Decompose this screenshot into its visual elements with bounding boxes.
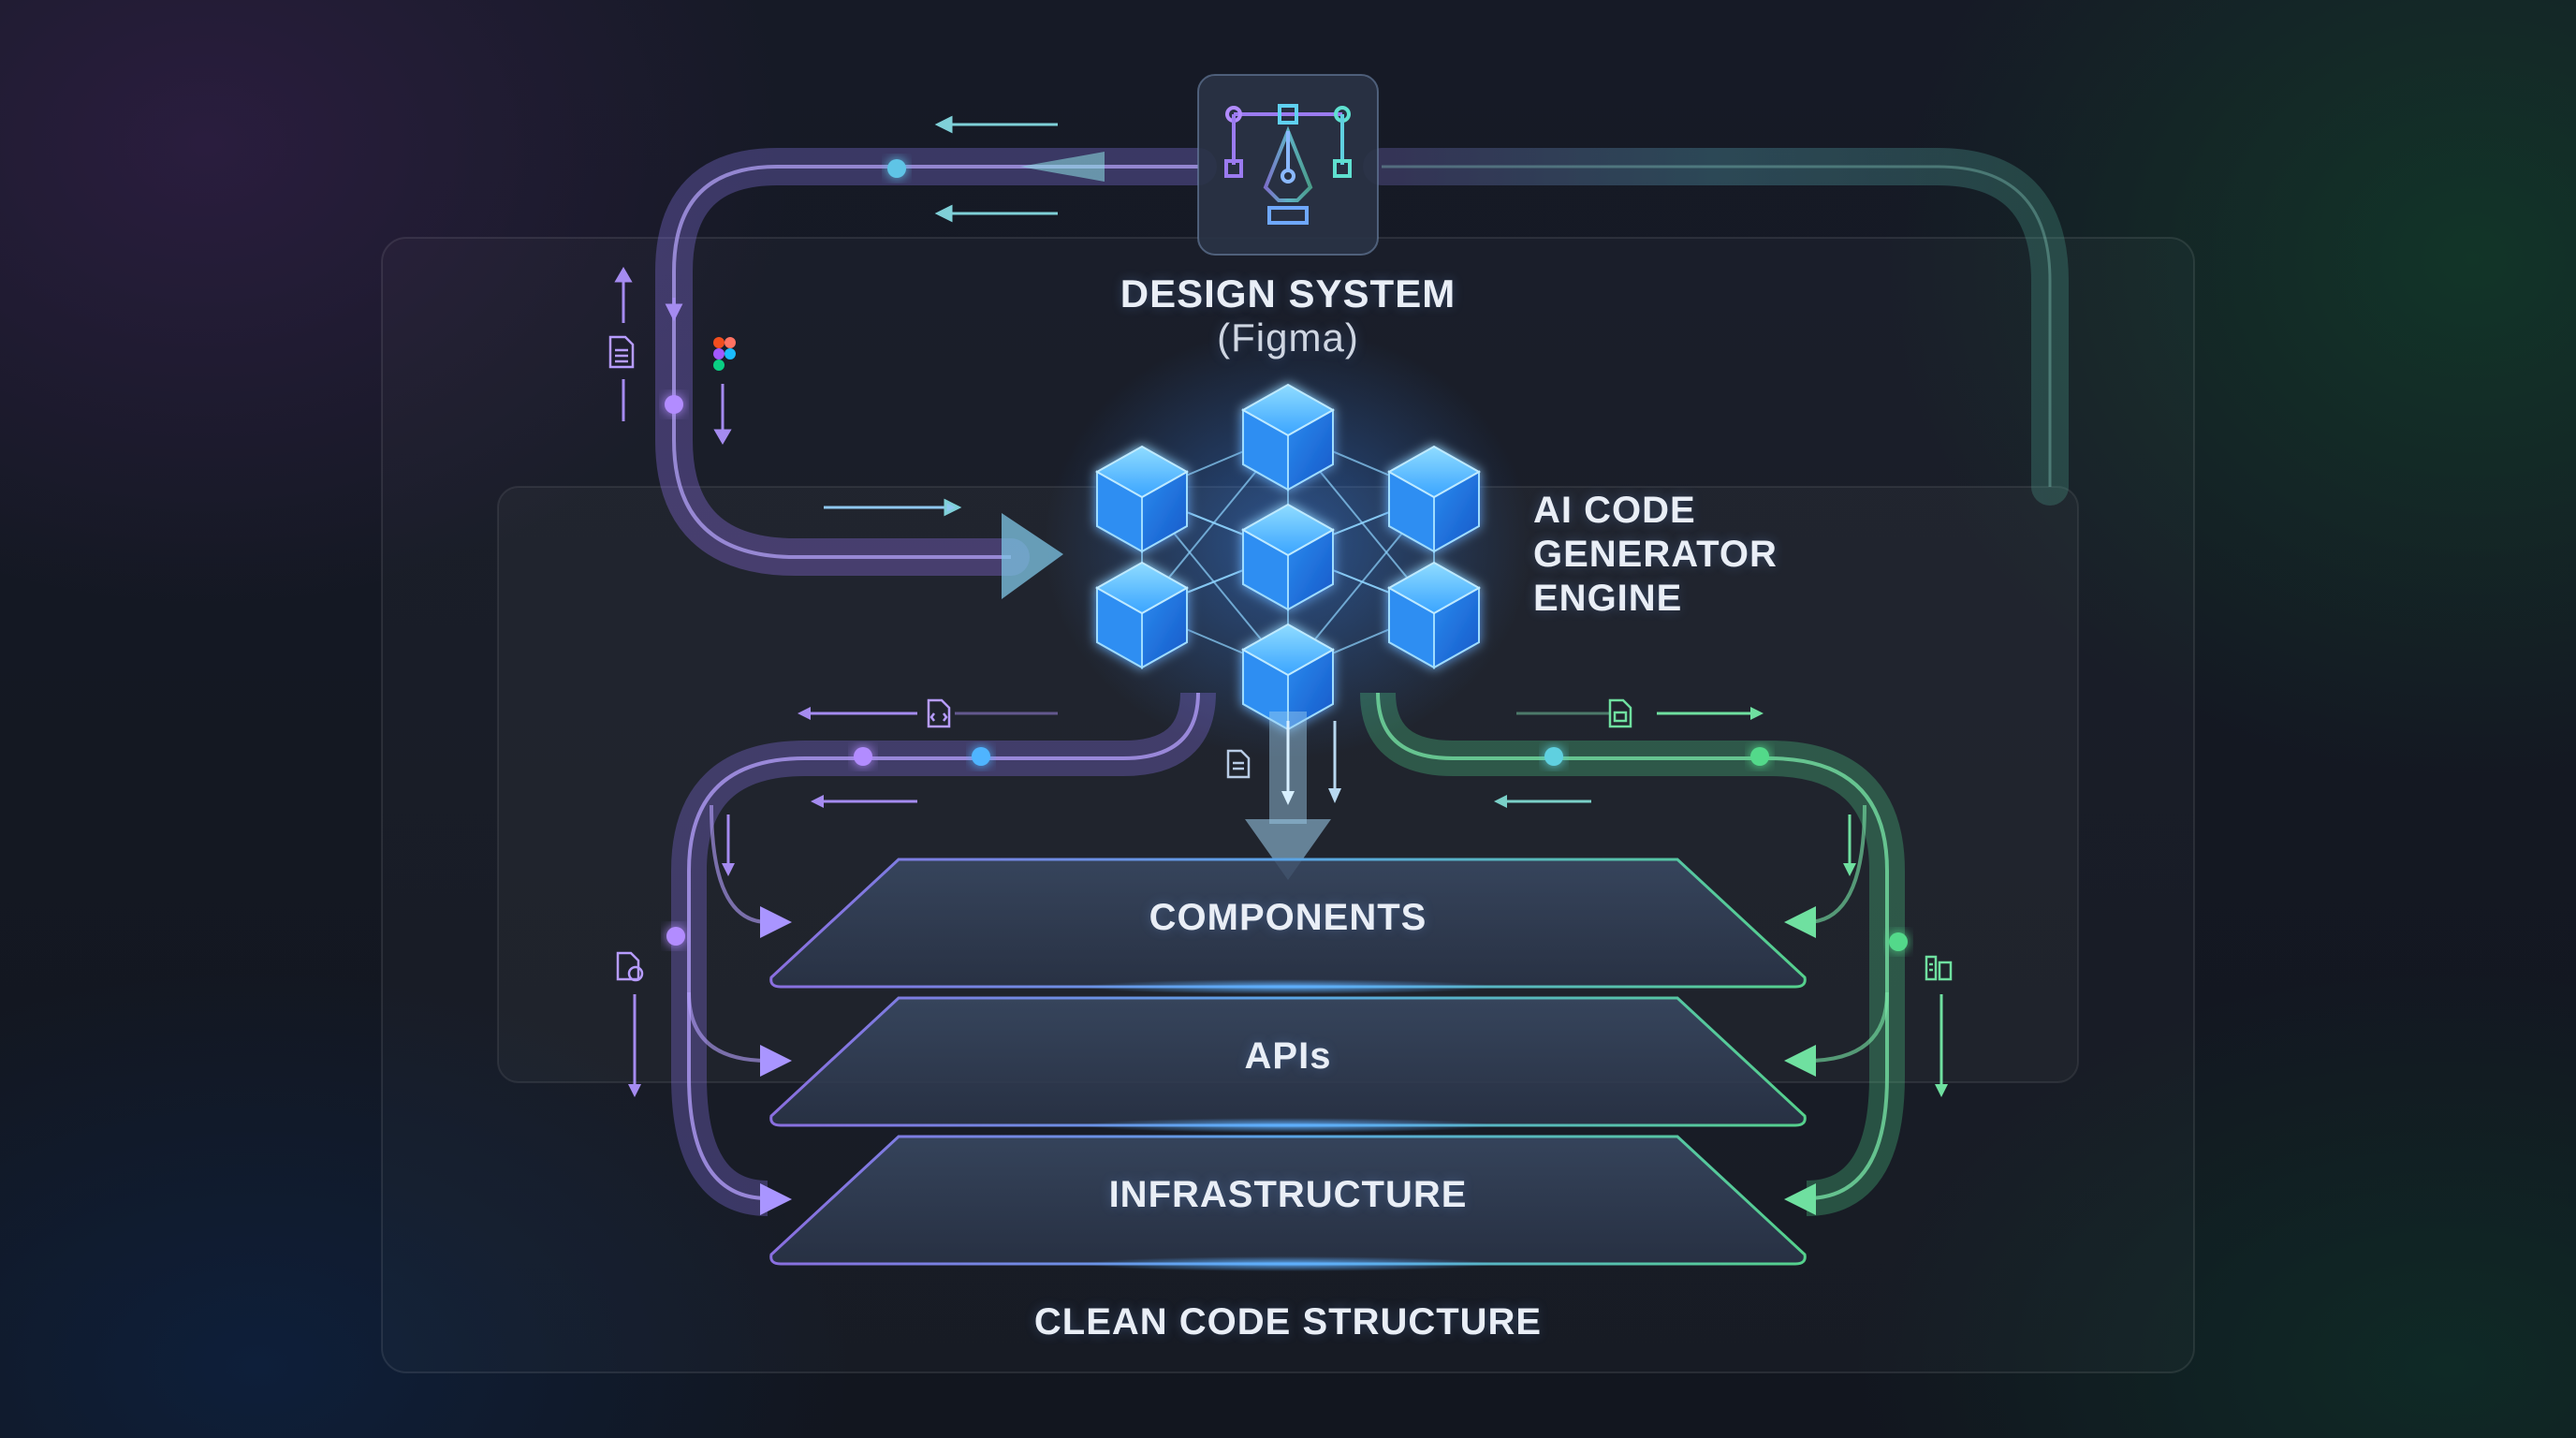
engine-cube	[1240, 623, 1336, 731]
engine-cube	[1094, 561, 1190, 669]
footer-label: CLEAN CODE STRUCTURE	[1033, 1301, 1543, 1343]
pen-tool-icon	[1224, 104, 1352, 225]
code-file-icon	[927, 698, 951, 728]
engine-cube	[1240, 383, 1336, 492]
design-system-subtitle: (Figma)	[1217, 315, 1359, 360]
design-system-node	[1197, 74, 1379, 256]
engine-label: AI CODE GENERATOR ENGINE	[1533, 489, 1778, 621]
engine-down-arrow	[1245, 712, 1341, 880]
layer-label-apis: APIs	[1244, 1035, 1332, 1077]
layer-slab	[769, 1135, 1807, 1271]
pipe-node	[1544, 747, 1563, 766]
layer-label-infrastructure: INFRASTRUCTURE	[1108, 1174, 1468, 1215]
layer-slab	[769, 996, 1807, 1133]
pipe-node	[854, 747, 872, 766]
engine-label-line: AI CODE	[1533, 490, 1696, 531]
design-right-pipe	[1363, 148, 2069, 506]
pipe-node	[972, 747, 990, 766]
image-file-icon	[616, 951, 644, 982]
engine-label-line: GENERATOR	[1533, 534, 1778, 575]
engine-cube	[1386, 445, 1482, 553]
css-file-icon	[1608, 698, 1632, 728]
pipe-node	[1750, 747, 1769, 766]
layer-slab	[769, 858, 1807, 994]
design-to-engine-pipe	[655, 148, 1217, 599]
engine-input-arrow	[1002, 513, 1063, 599]
design-system-title: DESIGN SYSTEM	[1120, 271, 1456, 315]
pipe-node	[887, 159, 906, 178]
document-icon	[1226, 749, 1251, 779]
engine-cube	[1386, 561, 1482, 669]
lower-thin-arrows	[628, 707, 1948, 1097]
pipe-node	[665, 395, 683, 414]
figma-logo-icon	[713, 337, 736, 371]
engine-left-output-pipe	[671, 692, 1216, 1216]
left-side-arrows	[614, 267, 732, 445]
layer-stack	[769, 858, 1807, 1271]
pipe-node	[1889, 932, 1908, 951]
engine-cube	[1094, 445, 1190, 553]
engine-cube	[1240, 503, 1336, 611]
layer-input-arrows	[760, 906, 1816, 1215]
pipe-node	[666, 927, 685, 946]
server-icon	[1925, 955, 1953, 981]
cube-network-icon	[1094, 383, 1482, 731]
document-icon	[608, 335, 635, 369]
engine-right-output-pipe	[1360, 692, 1905, 1216]
engine-label-line: ENGINE	[1533, 578, 1683, 619]
layer-label-components: COMPONENTS	[1149, 897, 1427, 938]
top-thin-arrows	[824, 115, 1058, 517]
